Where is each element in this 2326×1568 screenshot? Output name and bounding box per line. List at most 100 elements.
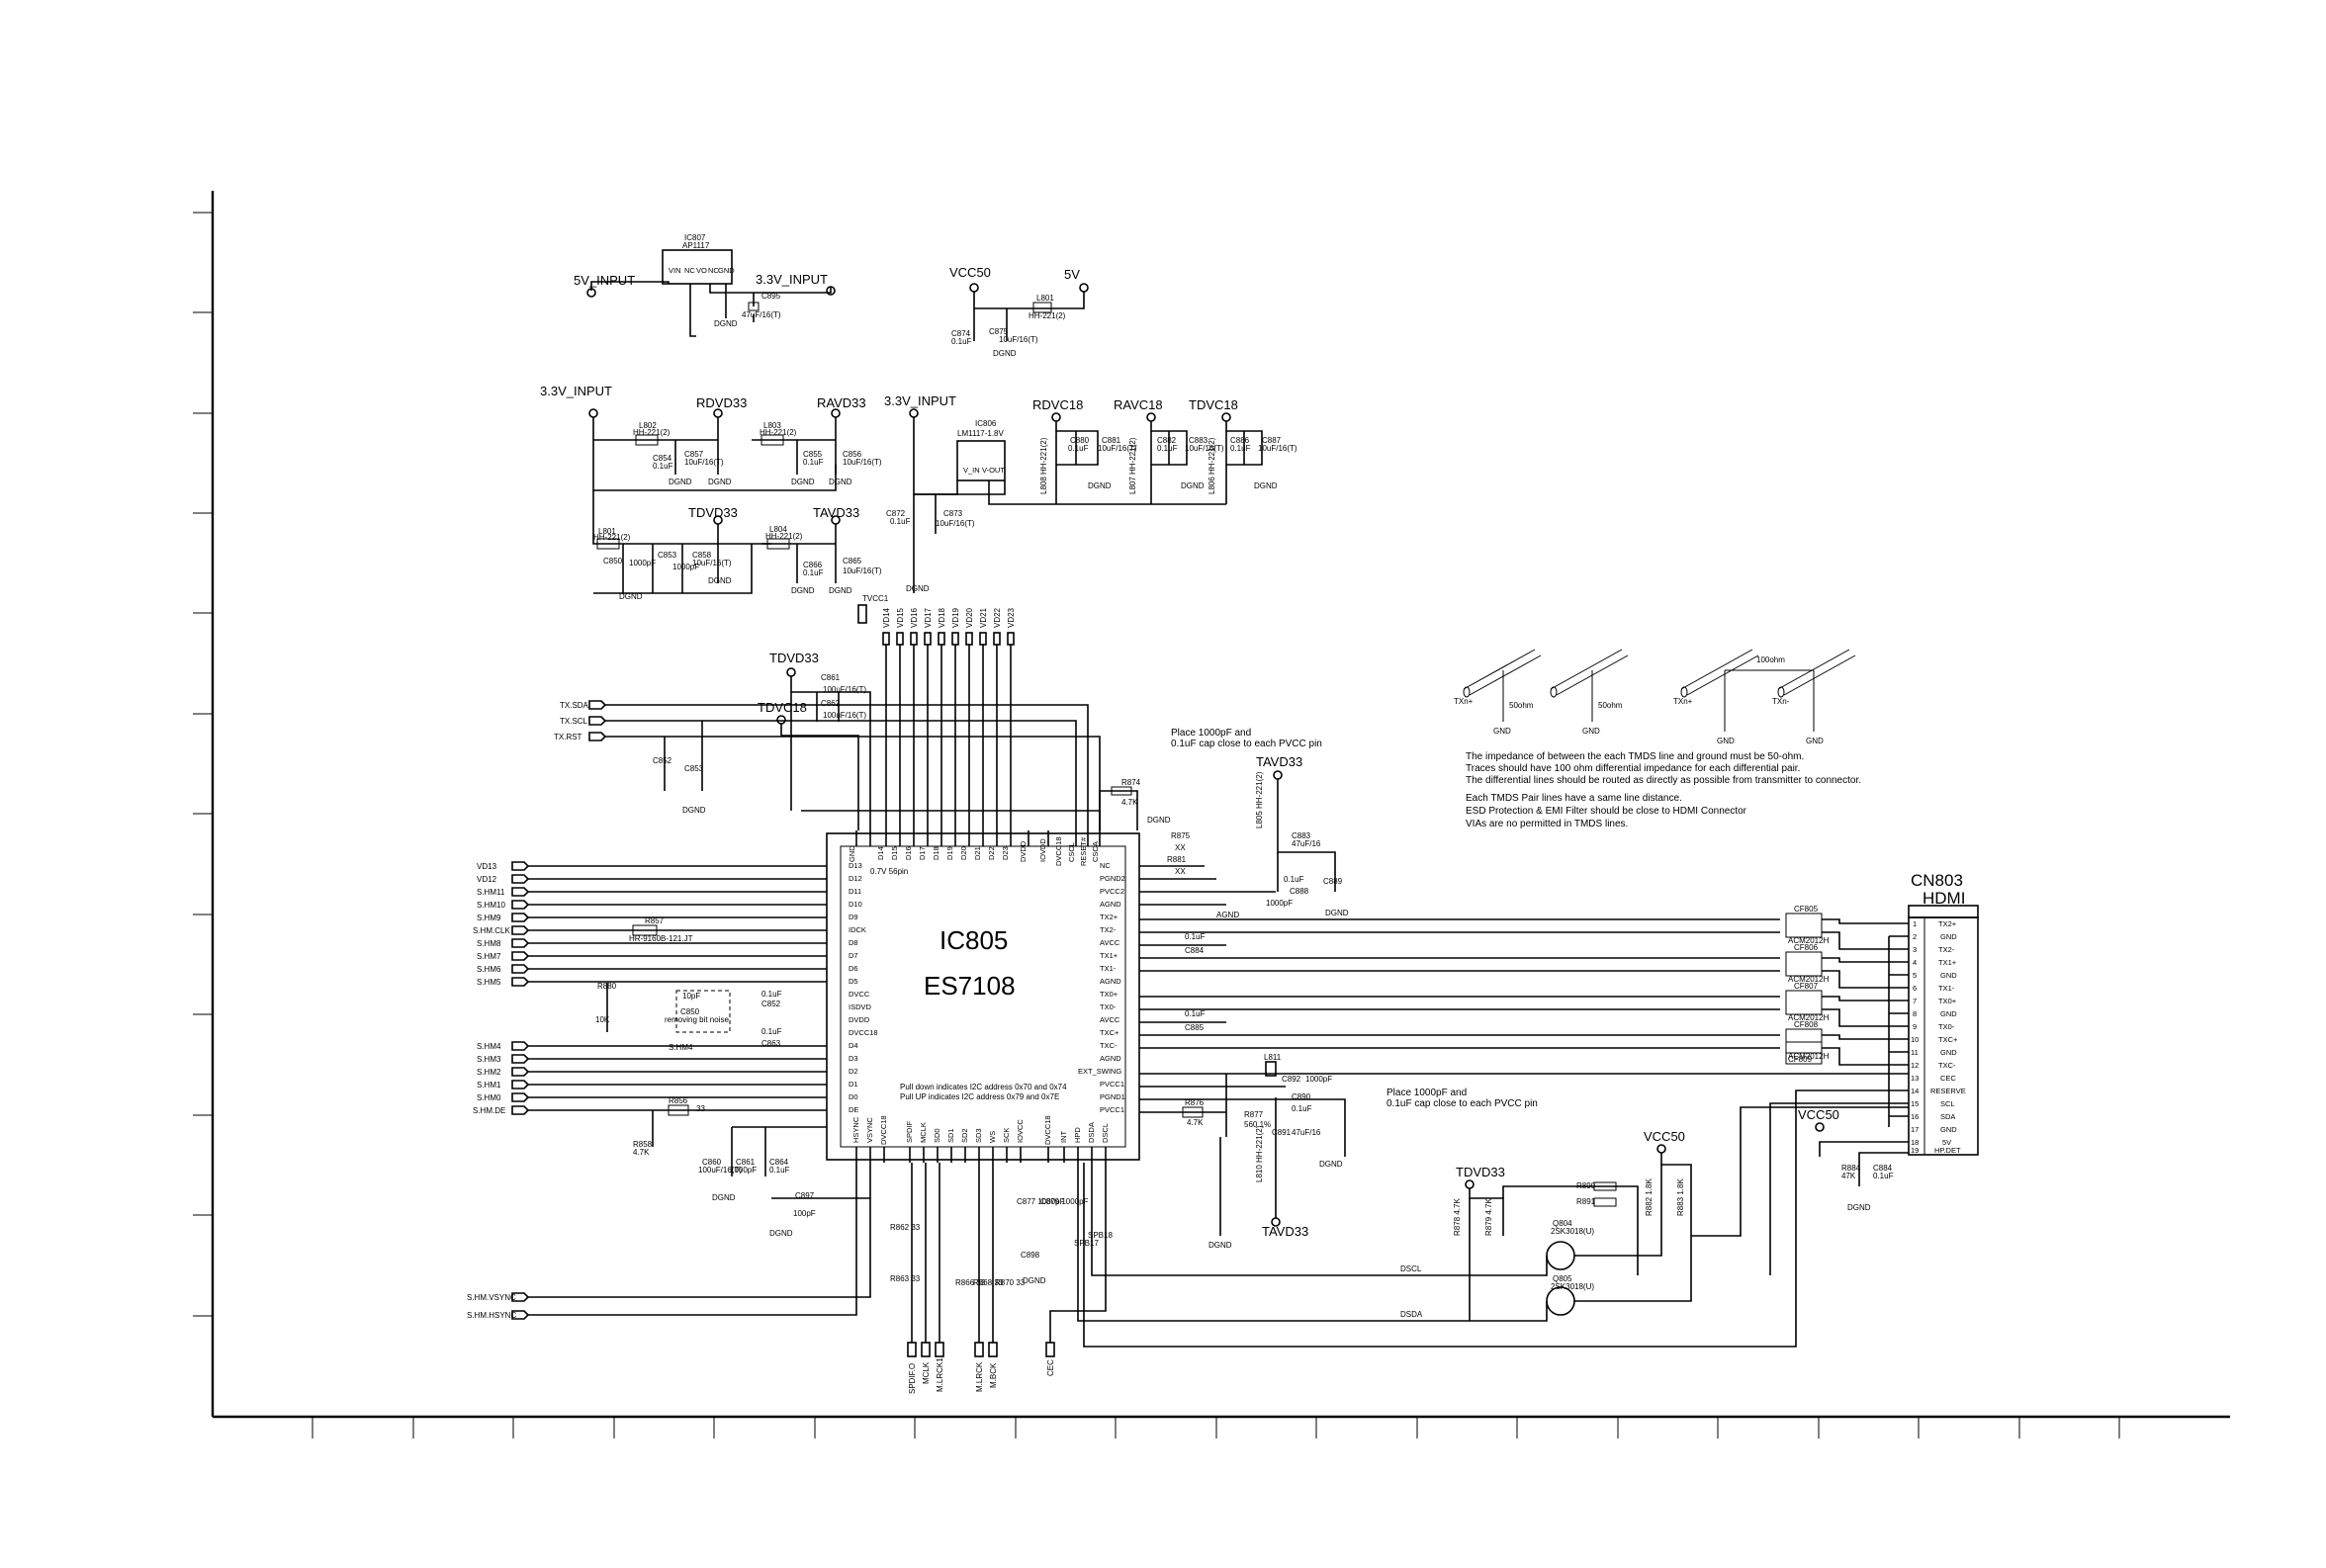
svg-text:S.HM4: S.HM4 xyxy=(669,1043,693,1052)
port-shm5: S.HM5 xyxy=(477,977,530,987)
svg-text:1000pF: 1000pF xyxy=(1305,1075,1332,1084)
cf806: CF806 ACM2012H xyxy=(1785,943,1830,984)
svg-text:C885: C885 xyxy=(1185,1023,1205,1032)
svg-text:DGND: DGND xyxy=(682,806,706,815)
port-cec: CEC xyxy=(1045,1342,1055,1376)
svg-text:TXC-: TXC- xyxy=(1100,1041,1118,1050)
svg-text:PVCC1: PVCC1 xyxy=(1100,1105,1124,1114)
svg-text:RESET#: RESET# xyxy=(1079,836,1088,866)
svg-text:RESERVE: RESERVE xyxy=(1930,1087,1966,1095)
svg-text:D17: D17 xyxy=(918,846,927,860)
svg-text:10uF/16(T): 10uF/16(T) xyxy=(999,335,1038,344)
rail-tdvc18: TDVC18 xyxy=(1189,397,1238,412)
svg-text:CF809: CF809 xyxy=(1788,1055,1813,1064)
v5-label: 5V xyxy=(1064,267,1080,282)
ic805: IC805 ES7108 0.7V 56pin Pull down indica… xyxy=(826,830,1140,1163)
svg-text:19: 19 xyxy=(1911,1146,1919,1155)
svg-text:R883 1.8K: R883 1.8K xyxy=(1676,1178,1685,1216)
svg-text:CSCL: CSCL xyxy=(1067,842,1076,862)
svg-text:R875: R875 xyxy=(1171,831,1191,840)
svg-text:V-OUT: V-OUT xyxy=(982,466,1005,475)
svg-text:33: 33 xyxy=(696,1104,705,1113)
cf805: CF805 ACM2012H xyxy=(1785,905,1830,945)
svg-text:PGND1: PGND1 xyxy=(1100,1092,1125,1101)
svg-text:C860: C860 xyxy=(702,1158,722,1167)
svg-text:DVCC18: DVCC18 xyxy=(1043,1115,1052,1145)
svg-text:C898: C898 xyxy=(1021,1251,1040,1260)
port-shm6: S.HM6 xyxy=(477,964,530,974)
svg-text:6: 6 xyxy=(1913,984,1917,993)
svg-text:C850: C850 xyxy=(680,1007,700,1016)
rail-tavd33-top: TAVD33 xyxy=(1256,754,1302,769)
svg-text:CF808: CF808 xyxy=(1794,1020,1819,1029)
svg-text:TX1-: TX1- xyxy=(1938,984,1955,993)
pvcc-note-1a: Place 1000pF and xyxy=(1171,728,1251,739)
rail-tdvd33-b: TDVD33 xyxy=(769,651,819,665)
svg-text:1000pF: 1000pF xyxy=(730,1166,757,1175)
tmds-note-5: ESD Protection & EMI Filter should be cl… xyxy=(1466,806,1747,817)
ic805-left-pins: D13 D12 D11 D10 D9 IDCK D8 D7 D6 D5 DVCC… xyxy=(849,861,878,1114)
svg-text:S.HM11: S.HM11 xyxy=(477,888,505,897)
svg-text:DGND: DGND xyxy=(1319,1160,1343,1169)
rail-3v3-left-label: 3.3V_INPUT xyxy=(540,384,612,398)
svg-text:D4: D4 xyxy=(849,1041,858,1050)
svg-text:DVCC: DVCC xyxy=(849,990,870,999)
svg-text:D7: D7 xyxy=(849,951,858,960)
svg-text:C862: C862 xyxy=(821,699,841,708)
svg-text:SD2: SD2 xyxy=(960,1128,969,1143)
svg-text:IOVCC: IOVCC xyxy=(1016,1119,1025,1143)
svg-text:R862 33: R862 33 xyxy=(890,1223,921,1232)
q805-ref: Q805 xyxy=(1553,1274,1572,1283)
port-mclk: MCLK xyxy=(921,1342,931,1384)
svg-text:M.BCK: M.BCK xyxy=(989,1362,998,1388)
svg-text:VD19: VD19 xyxy=(951,607,960,628)
rail-tdvd33-c: TDVD33 xyxy=(1456,1165,1505,1179)
svg-text:GND: GND xyxy=(1717,737,1735,745)
svg-text:C858: C858 xyxy=(692,551,712,560)
rail-tdvc18-b: TDVC18 xyxy=(758,700,807,715)
svg-text:D15: D15 xyxy=(890,846,899,860)
svg-text:CF807: CF807 xyxy=(1794,982,1819,991)
svg-text:SPDIF: SPDIF xyxy=(905,1120,914,1143)
svg-text:C861: C861 xyxy=(736,1158,756,1167)
rail-3v3-input-label: 3.3V_INPUT xyxy=(756,272,828,287)
svg-text:S.HM9: S.HM9 xyxy=(477,914,501,922)
svg-text:C883: C883 xyxy=(1189,436,1208,445)
svg-text:D10: D10 xyxy=(849,900,862,909)
svg-text:10uF/16(T): 10uF/16(T) xyxy=(1185,444,1224,453)
svg-text:D11: D11 xyxy=(849,887,861,896)
svg-text:DGND: DGND xyxy=(619,592,643,601)
svg-text:5: 5 xyxy=(1913,971,1917,980)
tmds-note-6: VIAs are no permitted in TMDS lines. xyxy=(1466,819,1628,829)
svg-text:100pF: 100pF xyxy=(793,1209,816,1218)
svg-text:10uF/16(T): 10uF/16(T) xyxy=(936,519,975,528)
svg-text:TX1+: TX1+ xyxy=(1100,951,1118,960)
svg-text:DGND: DGND xyxy=(708,576,732,585)
top-data-bus: VD14 VD15 VD16 VD17 VD18 VD19 VD20 VD21 … xyxy=(857,594,1016,830)
svg-text:DVCC18: DVCC18 xyxy=(879,1115,888,1145)
svg-text:SPB17: SPB17 xyxy=(1074,1239,1099,1248)
svg-text:TX0+: TX0+ xyxy=(1100,990,1118,999)
svg-text:1: 1 xyxy=(1913,919,1917,928)
svg-text:C856: C856 xyxy=(843,450,862,459)
svg-text:AGND: AGND xyxy=(1216,911,1239,919)
svg-text:D2: D2 xyxy=(849,1067,858,1076)
svg-text:S.HM.DE: S.HM.DE xyxy=(473,1106,505,1115)
svg-text:DGND: DGND xyxy=(993,349,1017,358)
svg-text:L803: L803 xyxy=(763,421,781,430)
svg-text:DGND: DGND xyxy=(708,478,732,486)
svg-text:DGND: DGND xyxy=(1023,1276,1046,1285)
ic-right-components: Place 1000pF and 0.1uF cap close to each… xyxy=(1099,728,1322,1250)
svg-text:D8: D8 xyxy=(849,938,858,947)
svg-text:SPDIF.O: SPDIF.O xyxy=(908,1363,917,1394)
port-mlrck: M.LRCK xyxy=(974,1342,984,1392)
svg-text:DE: DE xyxy=(849,1105,858,1114)
svg-text:GND: GND xyxy=(1493,727,1511,736)
svg-text:DSCL: DSCL xyxy=(1101,1123,1110,1143)
svg-text:C875: C875 xyxy=(989,327,1009,336)
svg-text:47uF/16: 47uF/16 xyxy=(1292,1128,1321,1137)
svg-text:D16: D16 xyxy=(904,846,913,860)
rail-tavd33-bot: TAVD33 xyxy=(1262,1224,1308,1239)
svg-text:2: 2 xyxy=(1913,932,1917,941)
